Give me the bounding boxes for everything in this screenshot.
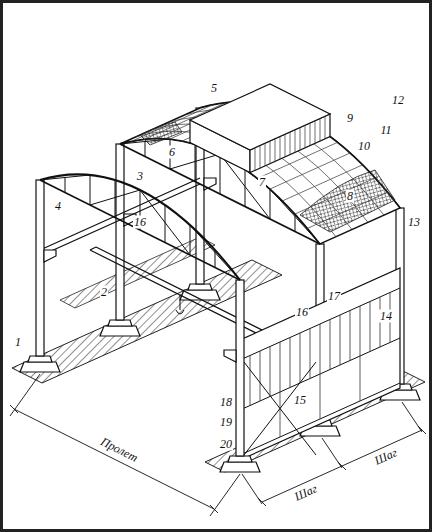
stroke	[280, 137, 281, 160]
callout-number: 14	[379, 310, 393, 323]
stroke	[275, 139, 276, 162]
callout-number: 19	[219, 416, 233, 429]
callout-number: 15	[293, 394, 307, 407]
stroke	[360, 306, 361, 356]
callout-number: 8	[346, 190, 354, 203]
stroke	[260, 351, 261, 401]
callout-number: 16	[295, 306, 309, 319]
stroke	[295, 130, 296, 153]
callout-number: 20	[219, 438, 233, 451]
stroke	[265, 143, 266, 166]
dimension-label: Шаг	[292, 482, 320, 504]
dimension-label: Пролет	[97, 435, 140, 465]
callout-number: 7	[258, 176, 266, 189]
callout-number: 2	[100, 286, 108, 299]
callout-number: 4	[54, 200, 62, 213]
callout-number: 5	[210, 82, 218, 95]
stroke	[300, 128, 301, 151]
stroke	[280, 392, 281, 437]
stroke	[360, 356, 361, 401]
stroke	[350, 311, 351, 361]
stroke	[290, 132, 291, 155]
dimension-label: Шаг	[372, 446, 400, 468]
callout-number: 12	[391, 94, 405, 107]
stroke	[270, 347, 271, 397]
stroke	[320, 119, 321, 142]
stroke	[290, 338, 291, 388]
stroke	[305, 125, 306, 148]
stroke	[310, 123, 311, 146]
stroke	[255, 148, 256, 171]
stroke	[260, 146, 261, 169]
callout-number: 18	[219, 396, 233, 409]
callout-number: 3	[136, 170, 144, 183]
stroke	[330, 320, 331, 370]
callout-number: 9	[346, 112, 354, 125]
stroke	[320, 324, 321, 374]
stroke	[285, 134, 286, 157]
stroke	[250, 356, 251, 406]
callout-number: 13	[407, 216, 421, 229]
stroke	[270, 141, 271, 164]
stroke	[280, 342, 281, 392]
stroke	[370, 302, 371, 352]
callout-number: 17	[327, 290, 341, 303]
callout-number: 1	[14, 336, 22, 349]
callout-number: 11	[379, 124, 392, 137]
callout-number: 10	[357, 140, 371, 153]
stroke	[325, 116, 326, 139]
stroke	[300, 333, 301, 383]
stroke	[315, 121, 316, 144]
stroke	[340, 315, 341, 365]
callout-number: 16	[133, 216, 147, 229]
callout-number: 6	[168, 146, 176, 159]
stroke	[320, 374, 321, 419]
